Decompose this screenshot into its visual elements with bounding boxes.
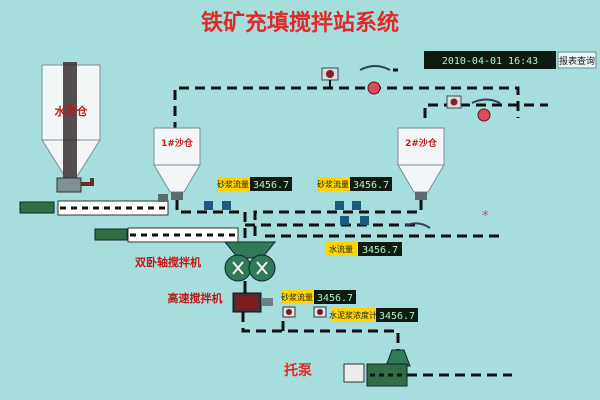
slurry-flow-meter[interactable] <box>282 306 296 318</box>
high-speed-mixer-label: 高速搅拌机 <box>168 291 223 305</box>
high-speed-mixer[interactable] <box>232 292 273 313</box>
top-main-pipe <box>173 86 520 148</box>
slurry-flow-label: 砂浆流量 <box>281 292 313 302</box>
water-flow-label: 水流量 <box>329 244 353 254</box>
sand-flow-1-label: 砂浆流量 <box>217 179 249 189</box>
datetime-display <box>424 51 556 69</box>
pump[interactable] <box>343 349 411 387</box>
cement-silo[interactable] <box>41 62 101 193</box>
screw-conveyor-1[interactable] <box>19 194 169 216</box>
pump-label: 托泵 <box>284 362 312 379</box>
sand-valve-1[interactable] <box>204 201 231 210</box>
sand-flow-2-value: 3456.7 <box>353 180 389 191</box>
page-title: 铁矿充填搅拌站系统 <box>201 10 399 36</box>
slurry-density-label: 水泥浆浓度计 <box>329 310 377 320</box>
datetime-value: 2010-04-01 16:43 <box>442 56 538 67</box>
slurry-flow-readout: 砂浆流量 3456.7 <box>281 290 356 304</box>
slurry-flow-value: 3456.7 <box>317 293 353 304</box>
cement-silo-label: 水泥仓 <box>55 104 89 118</box>
sand-flow-1-value: 3456.7 <box>253 180 289 191</box>
slurry-line <box>241 312 400 350</box>
sand-silo-1[interactable] <box>153 127 201 200</box>
water-flow-readout: 水流量 3456.7 <box>325 242 402 256</box>
report-query-button[interactable]: 报表查询 <box>557 51 597 69</box>
sand-valve-2[interactable] <box>335 201 361 210</box>
sand-silo-2-label: 2#沙仓 <box>405 137 438 149</box>
sand-silo-2[interactable] <box>397 127 445 200</box>
water-flow-value: 3456.7 <box>362 245 398 256</box>
flow-meter-top[interactable] <box>321 67 339 88</box>
sand-flow-readout-1: 砂浆流量 3456.7 <box>217 177 292 191</box>
sand-line-1 <box>175 200 247 240</box>
sand-silo-1-label: 1#沙仓 <box>161 137 194 149</box>
valve-top[interactable] <box>359 65 391 95</box>
valve-right[interactable] <box>471 98 501 122</box>
screw-conveyor-2[interactable] <box>94 227 239 243</box>
density-meter[interactable] <box>313 306 327 318</box>
slurry-density-value: 3456.7 <box>379 311 415 322</box>
flow-meter-right[interactable] <box>446 95 462 109</box>
sand-flow-2-label: 砂浆流量 <box>317 179 349 189</box>
sand-flow-readout-2: 砂浆流量 3456.7 <box>317 177 392 191</box>
asterisk-mark: * <box>482 209 489 224</box>
water-valve[interactable] <box>340 216 431 229</box>
report-query-label: 报表查询 <box>559 55 595 67</box>
twin-shaft-mixer[interactable] <box>223 241 277 282</box>
top-branch-pipe <box>423 103 548 118</box>
slurry-density-readout: 水泥浆浓度计 3456.7 <box>329 308 418 322</box>
twin-shaft-mixer-label: 双卧轴搅拌机 <box>135 255 201 269</box>
